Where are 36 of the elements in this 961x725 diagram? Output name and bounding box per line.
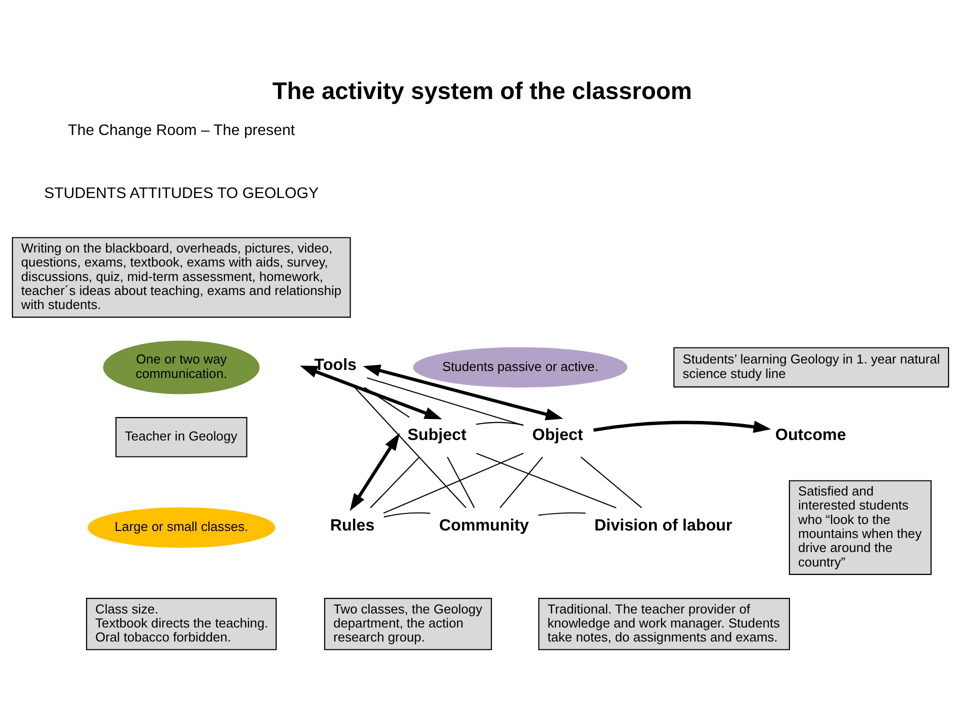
diagram-title: The activity system of the classroom [272,77,692,104]
connector [476,452,616,508]
arrow [362,364,564,420]
node-ellipse: Students passive or active. [413,346,628,388]
label: The Change Room – The present [68,121,295,138]
connector [580,456,642,508]
label: STUDENTS ATTITUDES TO GEOLOGY [44,184,319,202]
node-text: Rules [330,516,375,534]
node-box: Class size. Textbook directs the teaching. Oral tobacco forbidden. [86,597,277,650]
arrow [350,432,400,511]
node-box: Traditional. The teacher provider of knowledge and work manager. Students take notes, do assignments and exams. [538,597,790,650]
connector [446,456,475,508]
arrow [300,365,442,419]
node-box: Students’ learning Geology in 1. year natural science study line [673,346,950,388]
connector [354,386,466,508]
node-ellipse: Large or small classes. [88,506,276,548]
node-text: Community [439,516,529,534]
node-text: Division of labour [594,516,732,534]
connector [370,456,420,508]
connector [384,512,430,517]
node-text: Subject [407,425,466,444]
node-box: Teacher in Geology [115,416,248,457]
node-text: Outcome [775,425,846,444]
connector [500,456,544,508]
connector [476,421,524,426]
node-box: Two classes, the Geology department, the action research group. [324,597,492,650]
node-ellipse: One or two way communication. [103,340,260,394]
connector [383,452,524,514]
arrow [593,420,772,432]
connector [364,386,410,418]
node-box: Writing on the blackboard, overheads, pictures, video, questions, exams, textbook, exams with aids, survey, discussions, quiz, mid-term assessment, homework, teacher´s ideas about teaching, exams and relationship with students. [12,236,351,318]
connector [366,376,524,426]
node-box: Satisfied and interested students who “look to the mountains when they drive around the country” [788,480,932,574]
connector [538,512,586,516]
node-text: Object [532,425,584,444]
node-text: Tools [314,356,357,374]
